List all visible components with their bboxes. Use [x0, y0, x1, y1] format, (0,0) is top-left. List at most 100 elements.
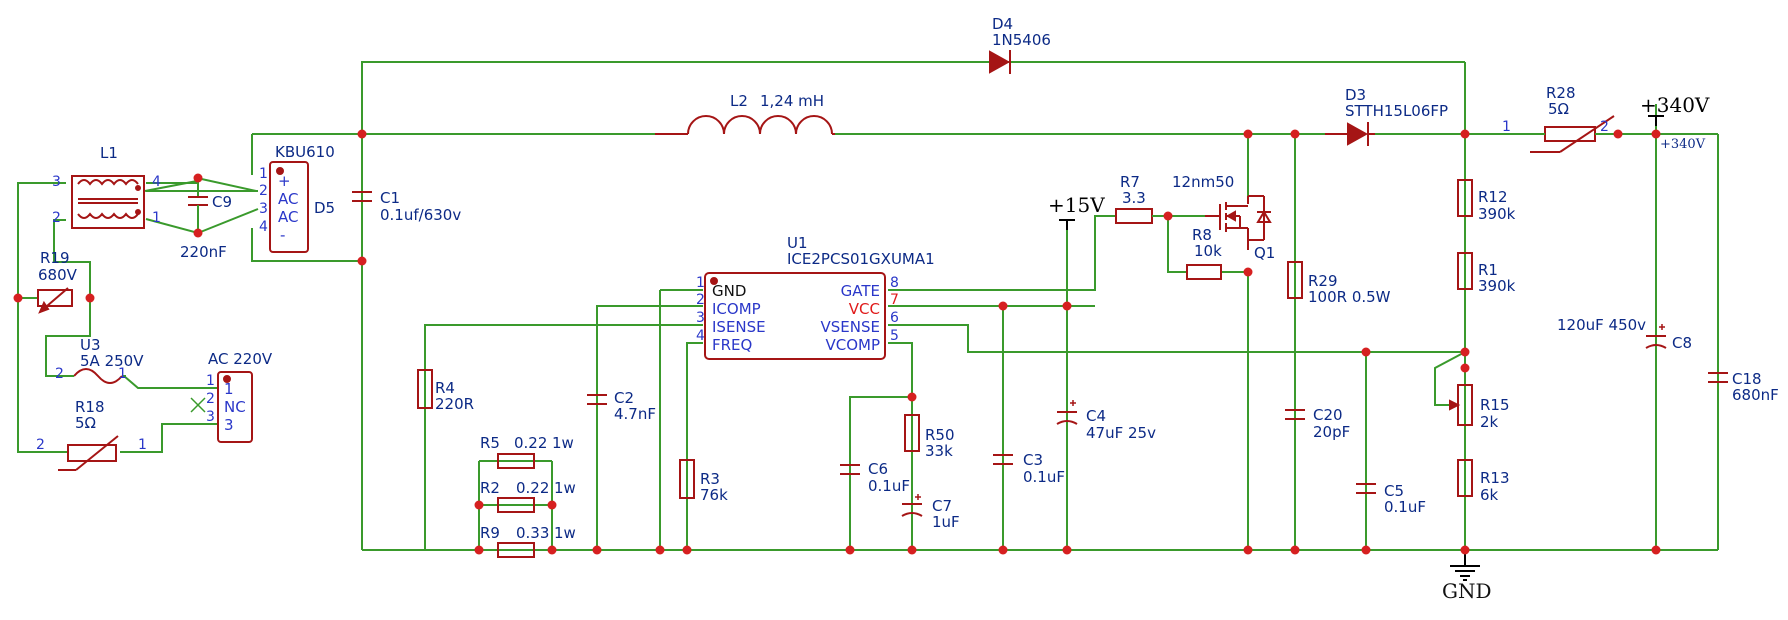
power-15v-label: +15V	[1048, 193, 1105, 217]
l1-pin3: 3	[52, 174, 61, 190]
q1-ref: Q1	[1254, 244, 1275, 262]
d4-value: 1N5406	[992, 31, 1051, 49]
varistor-r19-symbol	[37, 287, 73, 314]
r28-pin2: 2	[1600, 119, 1609, 135]
resistor-r13-symbol	[1457, 459, 1473, 497]
r9-value: 0.33	[516, 524, 549, 542]
c20-value: 20pF	[1313, 423, 1350, 441]
ac-pin2: 2	[206, 391, 215, 407]
junction-dot	[1290, 545, 1300, 555]
c18-value: 680nF	[1732, 386, 1779, 404]
resistor-r1-symbol	[1457, 252, 1473, 290]
c9-ref: C9	[212, 193, 232, 211]
c4-ref: C4	[1086, 407, 1106, 425]
r4-value: 220R	[435, 395, 474, 413]
capacitor-c18-symbol	[1708, 372, 1728, 383]
wire-u3-right	[123, 375, 218, 389]
q1-value: 12nm50	[1172, 173, 1234, 191]
u1-pin2-num: 2	[696, 292, 705, 308]
capacitor-c20-symbol	[1285, 409, 1305, 420]
junction-dot	[1651, 129, 1661, 139]
c7-ref: C7	[932, 497, 952, 515]
junction-dot	[1243, 129, 1253, 139]
junction-dot	[1460, 545, 1470, 555]
inductor-l2-symbol	[655, 115, 835, 135]
r5-power: 1w	[552, 434, 574, 452]
c8-value: 120uF 450v	[1557, 316, 1646, 334]
c5-value: 0.1uF	[1384, 498, 1426, 516]
r19-ref: R19	[40, 249, 70, 267]
capacitor-c7-symbol	[901, 494, 923, 517]
ac-pin3: 3	[206, 409, 215, 425]
r8-value: 10k	[1194, 242, 1222, 260]
l2-value: 1,24 mH	[760, 92, 824, 110]
l1-pin4: 4	[152, 174, 161, 190]
d3-ref: D3	[1345, 86, 1366, 104]
bridge-ref: D5	[314, 199, 335, 217]
u3-pin2: 2	[55, 366, 64, 382]
r13-value: 6k	[1480, 486, 1499, 504]
c5-ref: C5	[1384, 482, 1404, 500]
ntc-r18-symbol	[58, 435, 119, 471]
r19-value: 680V	[38, 266, 78, 284]
junction-dot	[998, 301, 1008, 311]
l1-pin1: 1	[152, 210, 161, 226]
r50-value: 33k	[925, 442, 953, 460]
r12-ref: R12	[1478, 188, 1508, 206]
u1-pin6-name: VSENSE	[821, 318, 880, 336]
r28-pin1: 1	[1502, 119, 1511, 135]
l2-ref: L2	[730, 92, 748, 110]
capacitor-c6-symbol	[840, 464, 860, 475]
r8-ref: R8	[1192, 226, 1212, 244]
r9-power: 1w	[554, 524, 576, 542]
junctions	[13, 129, 1661, 555]
ac-inner-nc: NC	[224, 398, 246, 416]
resistor-r50-symbol	[904, 414, 920, 452]
connector-ac-symbol	[217, 371, 253, 443]
junction-dot	[193, 173, 203, 183]
junction-dot	[907, 392, 917, 402]
ac-inner1: 1	[224, 380, 234, 398]
junction-dot	[1163, 211, 1173, 221]
u1-pin5-num: 5	[890, 328, 899, 344]
capacitor-c4-symbol	[1056, 400, 1078, 425]
r50-ref: R50	[925, 426, 955, 444]
r18-value: 5Ω	[75, 414, 96, 432]
capacitor-c9-symbol	[188, 183, 208, 233]
junction-dot	[1460, 363, 1470, 373]
resistor-r9-symbol	[497, 542, 535, 558]
c7-value: 1uF	[932, 513, 960, 531]
u1-pin4-name: FREQ	[712, 336, 752, 354]
c6-value: 0.1uF	[868, 477, 910, 495]
junction-dot	[1613, 129, 1623, 139]
r3-value: 76k	[700, 486, 728, 504]
wire-l1-p2	[53, 219, 91, 298]
r29-value: 100R 0.5W	[1308, 288, 1391, 306]
r28-value: 5Ω	[1548, 100, 1569, 118]
junction-dot	[592, 545, 602, 555]
junction-dot	[1361, 347, 1371, 357]
capacitor-c2-symbol	[587, 394, 607, 405]
wire-u1-p6	[888, 324, 1465, 353]
bridge-pin4: 4	[259, 219, 268, 235]
wire-l1-p1	[145, 208, 259, 235]
r29-ref: R29	[1308, 272, 1338, 290]
junction-dot	[13, 293, 23, 303]
ntc-r28-symbol	[1470, 115, 1618, 153]
diode-d3-symbol	[1325, 122, 1375, 146]
wire-u1-p4	[686, 342, 703, 550]
junction-dot	[357, 256, 367, 266]
u1-pin8-num: 8	[890, 275, 899, 291]
r28-ref: R28	[1546, 84, 1576, 102]
bridge-pin2: 2	[259, 183, 268, 199]
fuse-u3-symbol	[60, 368, 126, 384]
c6-ref: C6	[868, 460, 888, 478]
r15-ref: R15	[1480, 396, 1510, 414]
r18-pin1: 1	[138, 437, 147, 453]
r5-ref: R5	[480, 434, 500, 452]
ac-pin1: 1	[206, 373, 215, 389]
power-340v-symbol	[1648, 115, 1664, 126]
c2-value: 4.7nF	[614, 405, 656, 423]
resistor-r8-symbol	[1186, 264, 1222, 280]
